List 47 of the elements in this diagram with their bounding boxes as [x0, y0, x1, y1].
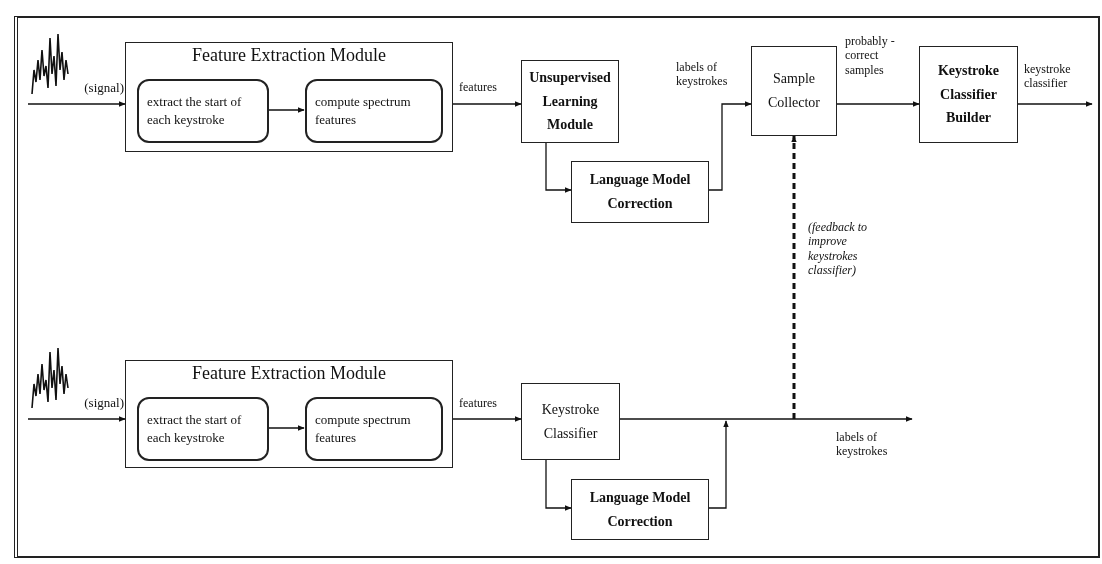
box-label: Keystroke Classifier Builder: [936, 61, 1001, 128]
box-label: extract the start of each keystroke: [147, 410, 243, 447]
edge-label: features: [459, 396, 498, 411]
signal-label: (signal): [84, 80, 124, 96]
arrow: [267, 107, 305, 113]
arrow: [27, 416, 126, 422]
process-box: [521, 60, 619, 143]
arrow: [27, 101, 126, 107]
module-box: [125, 360, 453, 468]
arrow: [267, 425, 305, 431]
arrow: [836, 101, 920, 107]
module-box: [125, 42, 453, 152]
edge-label: labels of keystrokes: [836, 430, 889, 459]
module-title: Feature Extraction Module: [192, 46, 386, 66]
box-label: Language Model Correction: [588, 488, 692, 531]
process-box: [751, 46, 837, 136]
arrow: [545, 459, 572, 511]
step-box: [137, 397, 269, 461]
step-box: [305, 397, 443, 461]
arrow: [545, 142, 572, 193]
box-label: compute spectrum features: [315, 410, 412, 447]
edge-label: (feedback to improve keystrokes classifier): [808, 220, 868, 278]
edge-label: keystroke classifier: [1024, 62, 1072, 91]
module-title: Feature Extraction Module: [192, 364, 386, 384]
arrow: [452, 101, 522, 107]
box-label: Keystroke Classifier: [540, 400, 601, 443]
process-box: [919, 46, 1018, 143]
box-label: Language Model Correction: [588, 171, 692, 213]
dashed-arrow: [791, 135, 797, 419]
process-box: [571, 479, 709, 540]
process-box: [571, 161, 709, 223]
box-label: Unsupervised Learning Module: [528, 68, 612, 135]
signal-label: (signal): [84, 395, 124, 411]
edge-label: labels of keystrokes: [676, 60, 729, 89]
arrow: [708, 420, 729, 509]
box-label: extract the start of each keystroke: [147, 92, 243, 129]
arrow: [708, 101, 752, 191]
box-label: compute spectrum features: [315, 92, 412, 129]
step-box: [137, 79, 269, 143]
step-box: [305, 79, 443, 143]
arrow: [619, 416, 913, 422]
arrow: [1017, 101, 1093, 107]
edge-label: features: [459, 80, 498, 95]
box-label: Sample Collector: [766, 70, 822, 112]
arrow: [452, 416, 522, 422]
edge-label: probably -correct samples: [845, 34, 896, 78]
process-box: [521, 383, 620, 460]
